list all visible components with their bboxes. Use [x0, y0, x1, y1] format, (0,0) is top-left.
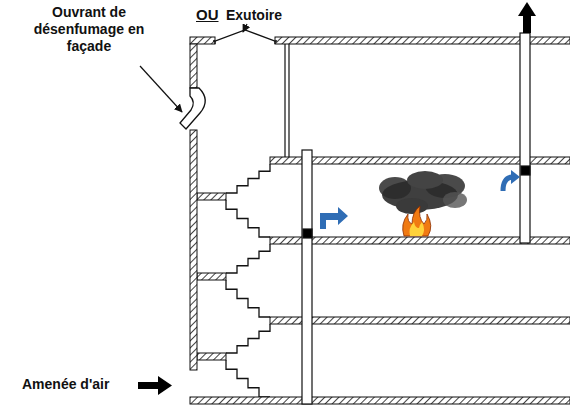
slabs: [190, 397, 570, 404]
roof-vent: [213, 30, 277, 41]
smoke-ducts: [302, 150, 312, 404]
roof-vent: [274, 41, 275, 44]
slabs: [197, 353, 226, 360]
airflow-arrows: [503, 177, 512, 191]
staircase: [226, 164, 270, 397]
flow-arrows: [518, 2, 536, 16]
flow-arrows: [158, 376, 172, 395]
flow-arrows: [523, 14, 531, 33]
slabs: [190, 130, 197, 370]
smoke-cloud: [396, 198, 428, 214]
smoke-cloud: [379, 177, 411, 199]
stairwell-wall: [284, 44, 285, 157]
airflow-arrows: [320, 207, 348, 229]
flow-arrows: [138, 382, 160, 389]
airflow-arrows: [511, 170, 520, 184]
stairwell-wall: [285, 44, 289, 157]
leader-lines: [140, 66, 182, 112]
slabs: [197, 273, 226, 280]
leader-lines: [140, 24, 247, 112]
smoke-ducts: [302, 33, 530, 404]
stair-flight: [226, 360, 270, 397]
smoke-cloud: [443, 192, 467, 208]
airflow-arrows: [320, 170, 520, 229]
air-inlet-label: Amenée d'air: [22, 376, 109, 393]
fire-symbol: [403, 206, 431, 236]
stair-flight: [226, 244, 270, 273]
smoke-ducts: [303, 229, 312, 238]
smoke-ducts: [521, 166, 530, 175]
or-label: OU: [196, 6, 219, 24]
slabs: [190, 37, 570, 404]
roof-vent: [213, 30, 277, 44]
slabs: [190, 37, 215, 44]
slabs: [197, 193, 226, 200]
fire-symbol: [410, 222, 425, 236]
smoke-cloud: [379, 171, 467, 214]
slabs: [190, 44, 197, 88]
fire-symbol: [403, 206, 431, 236]
stair-flight: [226, 280, 270, 317]
facade-vent-flap: [180, 88, 205, 129]
flow-arrows: [138, 2, 536, 395]
slabs: [270, 317, 570, 324]
smoke-cloud: [407, 171, 443, 189]
stairwell-wall: [288, 44, 289, 157]
facade-vent-label: Ouvrant de désenfumage en façade: [30, 4, 148, 54]
stair-flight: [226, 200, 270, 237]
stair-flight: [226, 164, 270, 193]
roof-vent-label: Exutoire: [226, 7, 282, 24]
roof-vent: [214, 41, 215, 44]
leader-lines: [243, 24, 247, 32]
stair-flight: [226, 324, 270, 353]
smoke-ducts: [520, 33, 530, 243]
